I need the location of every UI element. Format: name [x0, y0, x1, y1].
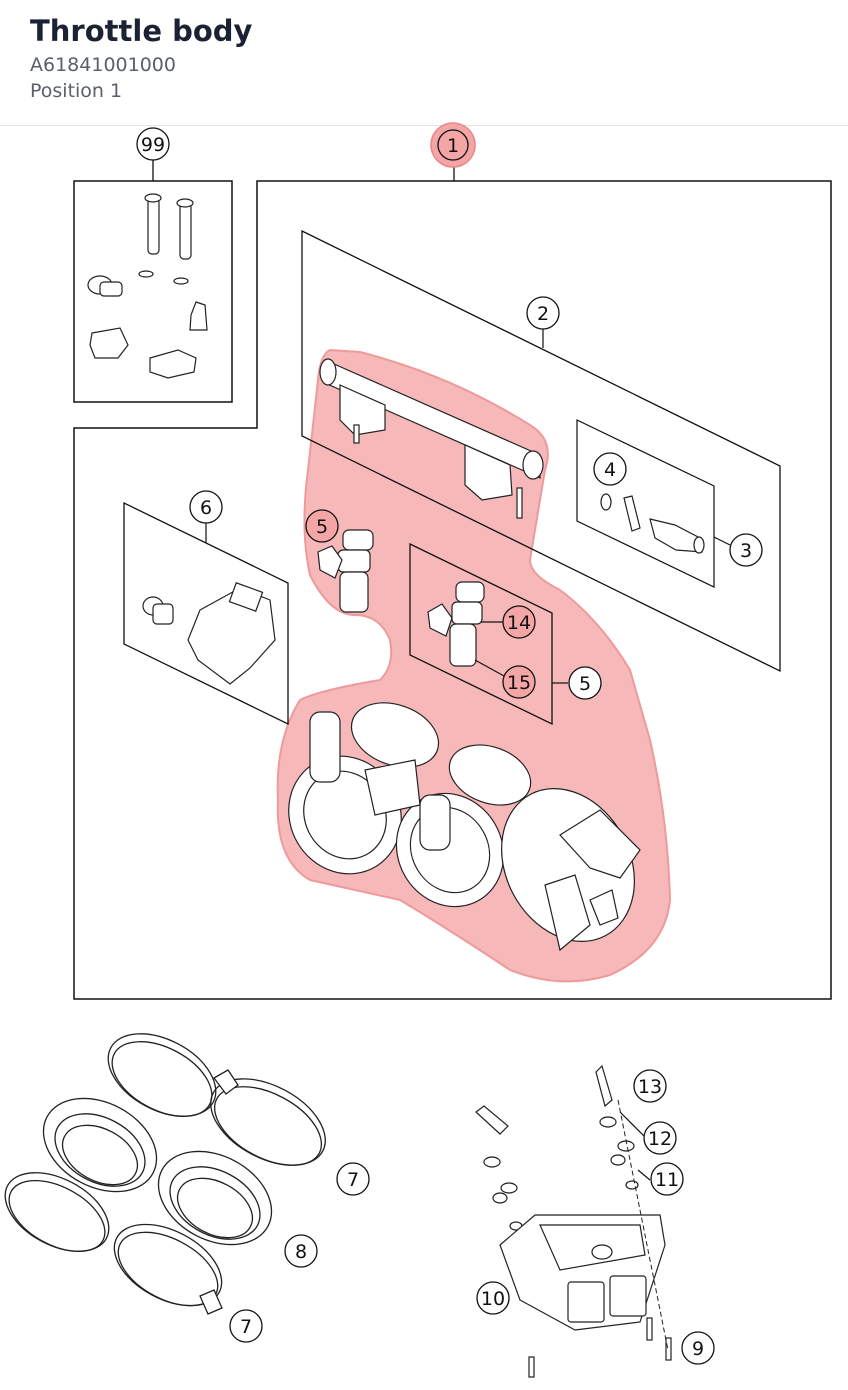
callout-7-top-label: 7 — [347, 1169, 359, 1191]
callout-4[interactable]: 4 — [593, 452, 627, 486]
callout-5-left-label: 5 — [316, 516, 328, 538]
callout-11[interactable]: 11 — [650, 1162, 684, 1196]
throttle-body — [288, 702, 641, 952]
fuel-rail — [319, 358, 544, 519]
callout-5-left[interactable]: 5 — [305, 509, 339, 543]
callout-99-label: 99 — [141, 134, 165, 156]
callout-12[interactable]: 12 — [643, 1121, 677, 1155]
injector-left — [317, 529, 374, 613]
clamps-and-sleeves — [4, 1033, 326, 1315]
callout-9-label: 9 — [692, 1338, 704, 1360]
assembly-1-frame — [73, 180, 832, 1000]
callout-1-label: 1 — [447, 135, 459, 157]
callout-4-label: 4 — [604, 459, 616, 481]
callout-99[interactable]: 99 — [136, 127, 170, 161]
callout-10[interactable]: 10 — [476, 1281, 510, 1315]
leader-lines — [474, 621, 651, 1181]
callout-5-right[interactable]: 5 — [568, 666, 602, 700]
callout-1[interactable]: 1 — [430, 122, 476, 168]
callout-5-right-label: 5 — [579, 673, 591, 695]
callout-8[interactable]: 8 — [284, 1234, 318, 1268]
callout-10-label: 10 — [481, 1288, 505, 1310]
injector-box — [409, 542, 553, 726]
callout-14-label: 14 — [507, 612, 531, 634]
callout-7-bottom-label: 7 — [240, 1316, 252, 1338]
sensor-box — [123, 501, 289, 726]
connector-kit-box — [576, 419, 715, 588]
ecu-parts — [475, 1064, 672, 1378]
callout-13-label: 13 — [638, 1076, 662, 1098]
page-header: Throttle body A61841001000 Position 1 — [0, 0, 848, 126]
callout-8-label: 8 — [295, 1241, 307, 1263]
position-label: Position 1 — [30, 80, 123, 102]
callout-3-label: 3 — [740, 540, 752, 562]
page-title: Throttle body — [30, 14, 253, 48]
callout-13[interactable]: 13 — [633, 1069, 667, 1103]
callout-11-label: 11 — [655, 1169, 679, 1191]
callout-9[interactable]: 9 — [681, 1331, 715, 1365]
callout-7-bottom[interactable]: 7 — [229, 1309, 263, 1343]
callout-14[interactable]: 14 — [502, 605, 536, 639]
injector-right — [427, 581, 485, 667]
fuel-rail-box — [301, 229, 781, 673]
connector-parts — [600, 493, 705, 554]
sensor-parts — [142, 582, 276, 685]
part-number: A61841001000 — [30, 54, 176, 76]
callout-15-label: 15 — [507, 672, 531, 694]
callout-12-label: 12 — [648, 1128, 672, 1150]
callout-15[interactable]: 15 — [502, 665, 536, 699]
callout-2[interactable]: 2 — [526, 296, 560, 330]
callout-3[interactable]: 3 — [729, 533, 763, 567]
kit-99-parts — [87, 193, 208, 379]
callout-6-label: 6 — [200, 497, 212, 519]
callout-6[interactable]: 6 — [189, 490, 223, 524]
callout-7-top[interactable]: 7 — [336, 1162, 370, 1196]
callout-2-label: 2 — [537, 303, 549, 325]
